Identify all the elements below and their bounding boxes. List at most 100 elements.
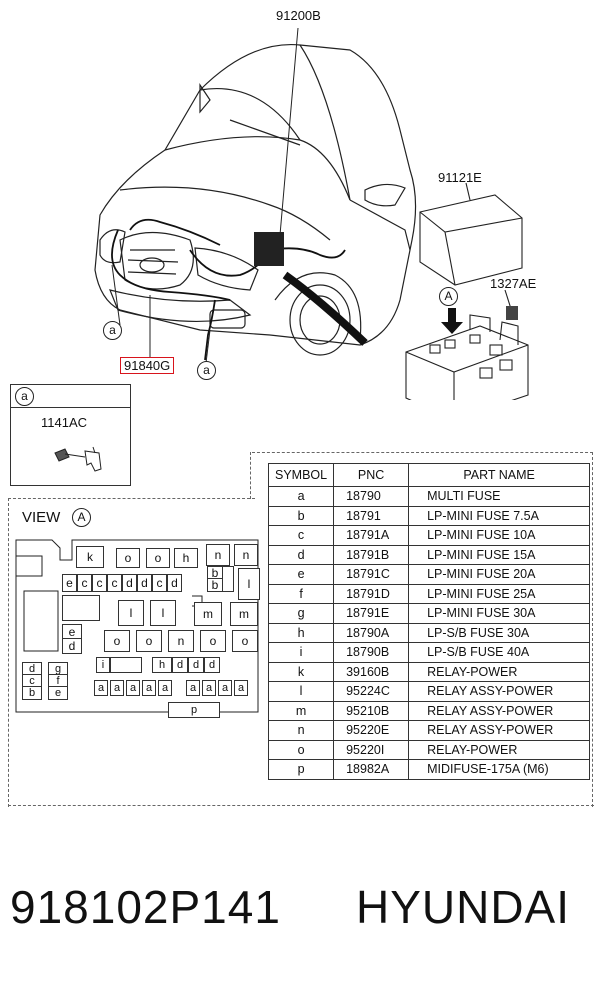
view-title: VIEW	[22, 509, 61, 526]
cell-part-name: RELAY-POWER	[408, 739, 591, 760]
cell-part-name: LP-MINI FUSE 7.5A	[408, 505, 591, 526]
cell-symbol: c	[267, 525, 335, 546]
slot-c-1: c	[77, 574, 92, 592]
inset-letter: a	[15, 387, 34, 406]
cell-pnc: 95210B	[333, 700, 410, 721]
cell-pnc: 18790	[333, 486, 410, 507]
cell-part-name: MIDIFUSE-175A (M6)	[408, 759, 591, 780]
cell-pnc: 18790B	[333, 642, 410, 663]
cell-part-name: LP-S/B FUSE 30A	[408, 622, 591, 643]
footer-brand: HYUNDAI	[356, 881, 571, 933]
cell-pnc: 18790A	[333, 622, 410, 643]
slot-blank	[222, 566, 234, 592]
vehicle-harness-illustration	[94, 27, 529, 400]
slot-o-4: o	[136, 630, 162, 652]
slot-d-6: d	[172, 657, 188, 673]
slot-o-2: o	[146, 548, 170, 568]
slot-o-5: o	[200, 630, 226, 652]
slot-c-2: c	[92, 574, 107, 592]
slot-blank-3	[110, 657, 142, 673]
fusebox-outline	[15, 539, 259, 713]
slot-e-1: e	[62, 574, 77, 592]
cell-pnc: 18791A	[333, 525, 410, 546]
slot-a-3: a	[126, 680, 140, 696]
slot-a-9: a	[234, 680, 248, 696]
slot-n-1: n	[206, 544, 230, 566]
callout-a-left: a	[103, 321, 122, 340]
cell-symbol: l	[267, 681, 335, 702]
cell-part-name: RELAY-POWER	[408, 661, 591, 682]
header-pnc: PNC	[333, 463, 410, 487]
cell-pnc: 18791E	[333, 603, 410, 624]
cell-part-name: LP-MINI FUSE 10A	[408, 525, 591, 546]
frame-bottom	[8, 805, 594, 806]
cell-symbol: b	[267, 505, 335, 526]
cell-symbol: d	[267, 544, 335, 565]
slot-i: i	[96, 657, 110, 673]
cell-symbol: g	[267, 603, 335, 624]
cell-pnc: 95220I	[333, 739, 410, 760]
slot-m-1: m	[194, 602, 222, 626]
slot-a-6: a	[186, 680, 200, 696]
slot-d-3: d	[167, 574, 182, 592]
slot-d-7: d	[188, 657, 204, 673]
cell-part-name: RELAY ASSY-POWER	[408, 681, 591, 702]
cell-part-name: LP-S/B FUSE 40A	[408, 642, 591, 663]
cell-symbol: p	[267, 759, 335, 780]
slot-l-1: l	[238, 568, 260, 600]
view-a-marker: A	[439, 287, 458, 306]
slot-b-3: b	[22, 686, 42, 700]
slot-d-2: d	[137, 574, 152, 592]
slot-a-5: a	[158, 680, 172, 696]
cell-pnc: 18791B	[333, 544, 410, 565]
slot-d-8: d	[204, 657, 220, 673]
bolt-icon	[54, 446, 102, 472]
callout-a-right: a	[197, 361, 216, 380]
detail-inset-header: a	[11, 385, 130, 408]
slot-h: h	[174, 548, 198, 568]
slot-a-8: a	[218, 680, 232, 696]
cell-part-name: LP-MINI FUSE 20A	[408, 564, 591, 585]
cell-symbol: h	[267, 622, 335, 643]
slot-n-2: n	[234, 544, 258, 566]
slot-o-1: o	[116, 548, 140, 568]
footer-part-number: 918102P141	[10, 881, 281, 933]
cell-symbol: f	[267, 583, 335, 604]
cell-pnc: 95220E	[333, 720, 410, 741]
frame-divider	[250, 452, 251, 499]
slot-a-1: a	[94, 680, 108, 696]
slot-l-3: l	[150, 600, 176, 626]
cell-symbol: k	[267, 661, 335, 682]
highlighted-part-91840g: 91840G	[120, 357, 175, 374]
header-part-name: PART NAME	[408, 463, 591, 487]
cell-part-name: LP-MINI FUSE 15A	[408, 544, 591, 565]
slot-o-3: o	[104, 630, 130, 652]
slot-m-2: m	[230, 602, 258, 626]
slot-h-2: h	[152, 657, 172, 673]
cell-symbol: o	[267, 739, 335, 760]
header-symbol: SYMBOL	[267, 463, 335, 487]
label-91200b: 91200B	[276, 8, 321, 23]
slot-d-5: d	[22, 662, 42, 676]
view-a-frame	[8, 498, 255, 807]
slot-c-3: c	[107, 574, 122, 592]
table-frame	[252, 452, 593, 807]
cell-part-name: RELAY ASSY-POWER	[408, 700, 591, 721]
slot-blank-2	[62, 595, 100, 621]
cell-symbol: a	[267, 486, 335, 507]
cell-symbol: e	[267, 564, 335, 585]
